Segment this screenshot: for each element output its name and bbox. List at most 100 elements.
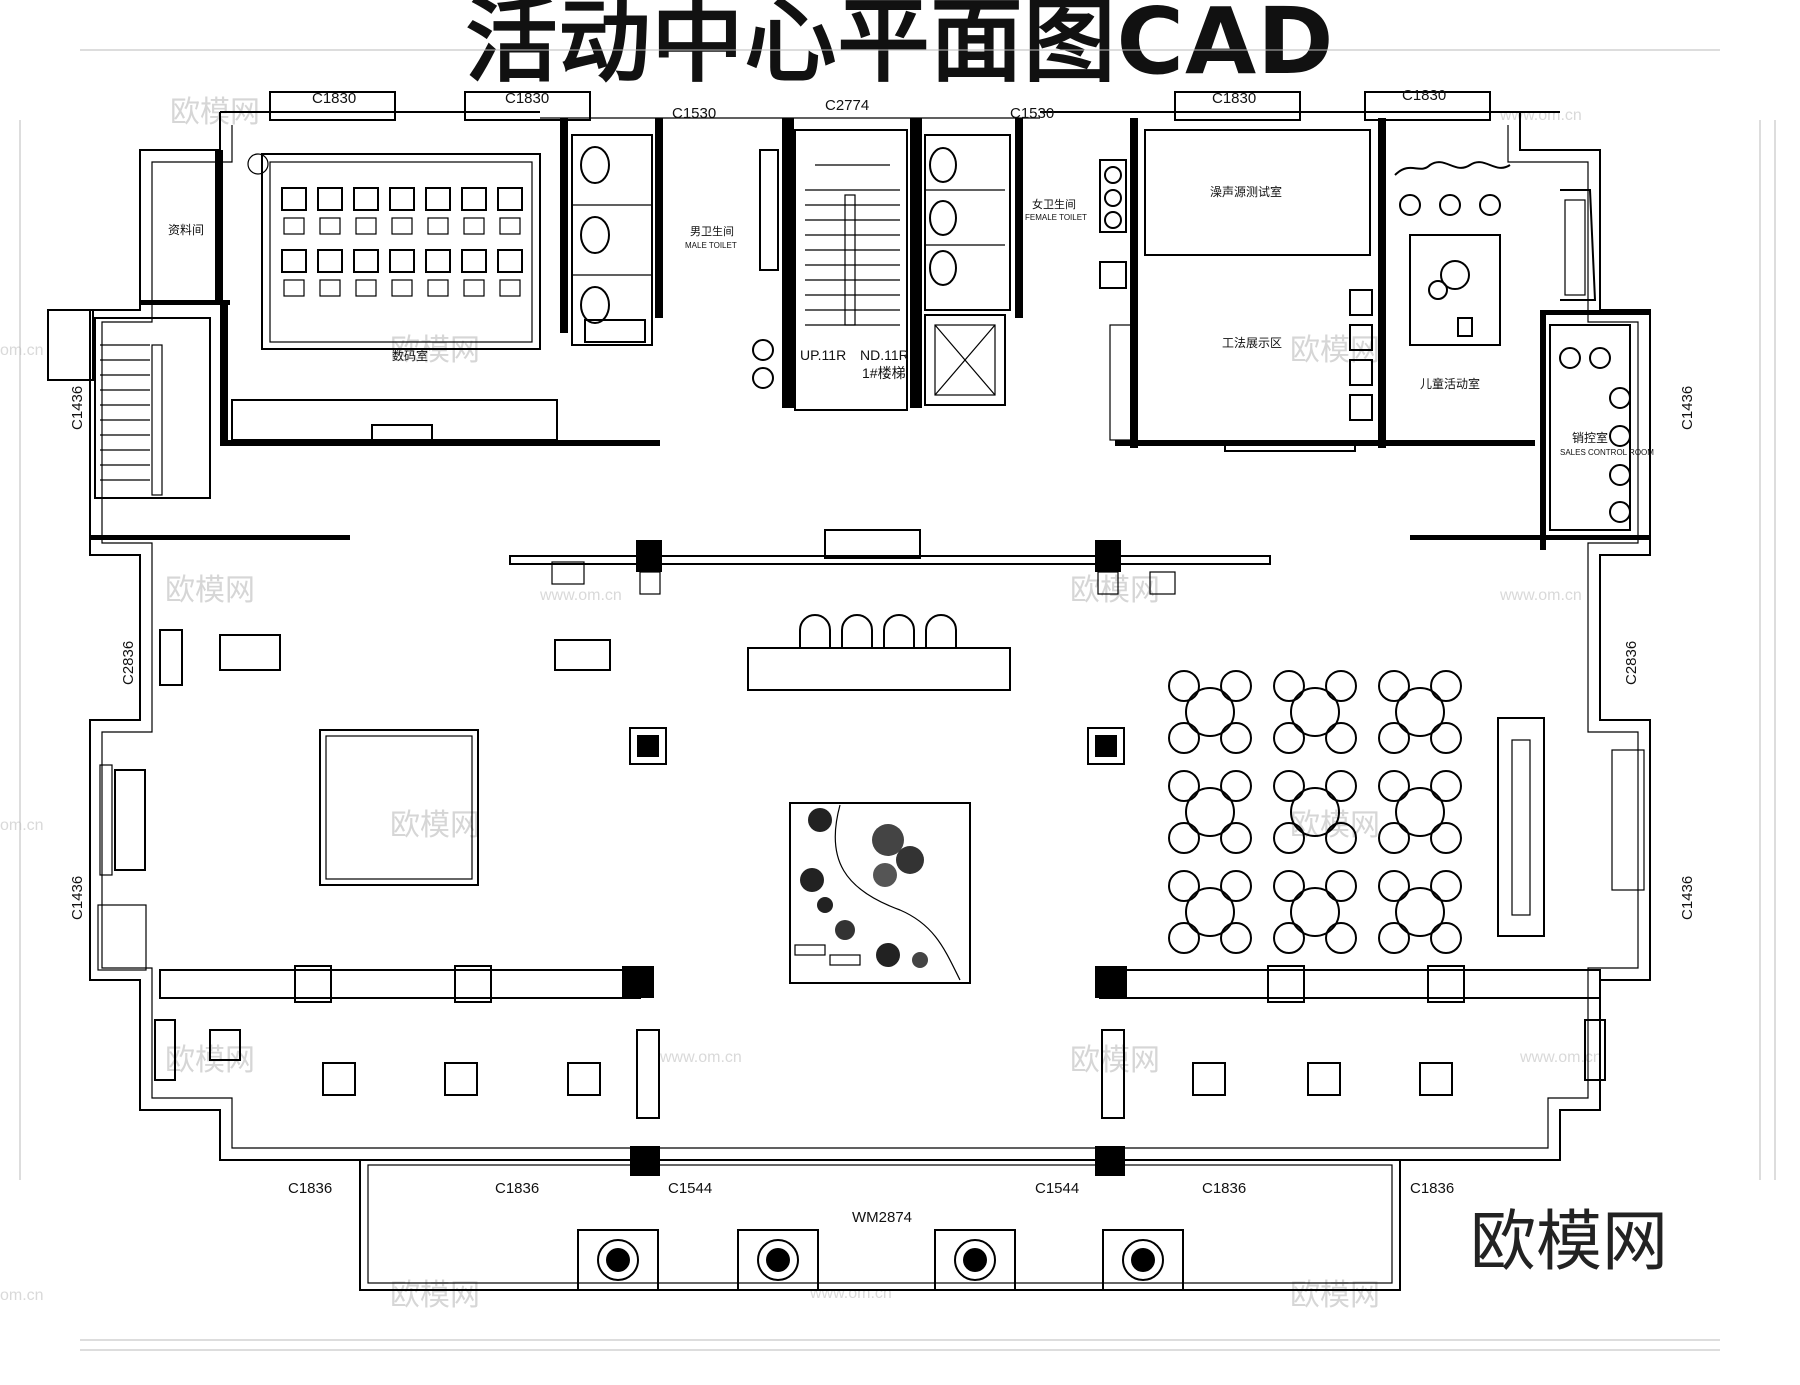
dining-chair xyxy=(1273,770,1305,802)
desk xyxy=(283,279,305,297)
watermark-url: www.om.cn xyxy=(809,1285,892,1302)
window-tag: C1830 xyxy=(505,90,549,107)
window-tag: C1830 xyxy=(312,90,356,107)
planter-box xyxy=(1102,1229,1184,1291)
planter-core xyxy=(606,1248,630,1272)
dining-chair xyxy=(1325,822,1357,854)
planter-box xyxy=(577,1229,659,1291)
male-toilet xyxy=(571,134,779,389)
dining-chair xyxy=(1168,922,1200,954)
left-lounge xyxy=(99,629,611,886)
room-label-sales-control: 销控室 xyxy=(1572,430,1608,445)
watermark-url: om.cn xyxy=(0,817,44,834)
planter-ring xyxy=(1122,1239,1164,1281)
dining-chair xyxy=(1378,670,1410,702)
room-label-archive: 资料间 xyxy=(168,223,204,237)
dining-chair xyxy=(1220,922,1252,954)
window-tag: C1436 xyxy=(1679,876,1696,920)
dining-chair xyxy=(1430,822,1462,854)
window-tag: C1436 xyxy=(69,386,86,430)
window-tag: C1830 xyxy=(1402,87,1446,104)
lounge-chair xyxy=(883,614,915,648)
planter-ring xyxy=(597,1239,639,1281)
dining-chair xyxy=(1325,770,1357,802)
watermark-text: 欧模网 xyxy=(1070,573,1160,608)
seat xyxy=(353,249,379,273)
dining-chair xyxy=(1273,870,1305,902)
dining-table xyxy=(1395,887,1445,937)
digital-seat-grid xyxy=(281,187,523,297)
reception-wall xyxy=(509,529,1271,691)
planter-core xyxy=(1131,1248,1155,1272)
desk xyxy=(463,217,485,235)
dining-chair xyxy=(1378,922,1410,954)
window-tag: C1544 xyxy=(1035,1180,1079,1197)
dining-chair xyxy=(1378,870,1410,902)
watermark-url: www.om.cn xyxy=(539,587,622,604)
planter-box xyxy=(934,1229,1016,1291)
seat xyxy=(461,187,487,211)
dining-chair xyxy=(1168,870,1200,902)
window-tags: C1830 C1830 C1830 C1830 C1530 C1530 C277… xyxy=(69,87,1696,1226)
desk xyxy=(499,279,521,297)
dining-chair xyxy=(1273,822,1305,854)
window-tag: C1836 xyxy=(1202,1180,1246,1197)
watermark-text: 欧模网 xyxy=(1290,1278,1380,1313)
planter-core xyxy=(963,1248,987,1272)
dining-table xyxy=(1290,787,1340,837)
stair-up-label: UP.11R xyxy=(800,347,846,363)
front-terrace xyxy=(359,1146,1401,1291)
central-stair xyxy=(794,129,908,411)
desk xyxy=(355,217,377,235)
seat xyxy=(425,187,451,211)
dining-chair xyxy=(1273,922,1305,954)
dining-chair xyxy=(1168,670,1200,702)
window-tag: C1530 xyxy=(1010,105,1054,122)
lounge-chair xyxy=(841,614,873,648)
window-tag: C2774 xyxy=(825,97,869,114)
dimension-lines xyxy=(19,49,1776,1351)
dining-chair xyxy=(1168,770,1200,802)
watermark-url: www.om.cn xyxy=(659,1049,742,1066)
room-label-digital: 数码室 xyxy=(392,348,428,363)
dining-table xyxy=(1290,687,1340,737)
watermark-layer: 欧模网 欧模网 欧模网 欧模网 欧模网 欧模网 欧模网 欧模网 欧模网 欧模网 … xyxy=(0,95,1602,1313)
dining-chair xyxy=(1220,670,1252,702)
window-tag: C2836 xyxy=(1623,641,1640,685)
dining-chair xyxy=(1430,870,1462,902)
lounge-chair xyxy=(799,614,831,648)
desk xyxy=(319,217,341,235)
dining-chair xyxy=(1273,670,1305,702)
dining-chair xyxy=(1273,722,1305,754)
stair-name-label: 1#楼梯 xyxy=(862,365,906,381)
desk xyxy=(319,279,341,297)
desk xyxy=(427,217,449,235)
watermark-url: www.om.cn xyxy=(1519,1049,1602,1066)
desk xyxy=(391,279,413,297)
window-tag: C1836 xyxy=(288,1180,332,1197)
seat xyxy=(353,187,379,211)
female-toilet xyxy=(924,134,1127,311)
window-tag: WM2874 xyxy=(852,1209,912,1226)
watermark-url: om.cn xyxy=(0,342,44,359)
watermark-text: 欧模网 xyxy=(390,333,480,368)
dining-chair xyxy=(1325,722,1357,754)
dining-chair xyxy=(1430,670,1462,702)
craft-zone xyxy=(1109,289,1373,452)
watermark-url: om.cn xyxy=(0,1287,44,1304)
seat xyxy=(461,249,487,273)
dining-table xyxy=(1290,887,1340,937)
desk xyxy=(499,217,521,235)
garden-feature xyxy=(789,802,971,984)
room-label-sales-control-en: SALES CONTROL ROOM xyxy=(1560,448,1654,457)
dining-chair xyxy=(1168,822,1200,854)
window-tag: C1530 xyxy=(672,105,716,122)
dining-area xyxy=(1168,670,1462,954)
dining-chair xyxy=(1325,670,1357,702)
window-tag: C1544 xyxy=(668,1180,712,1197)
left-stair xyxy=(94,317,211,499)
dining-table xyxy=(1185,787,1235,837)
sales-control-room xyxy=(1549,324,1631,531)
room-label-kids: 儿童活动室 xyxy=(1420,376,1480,391)
